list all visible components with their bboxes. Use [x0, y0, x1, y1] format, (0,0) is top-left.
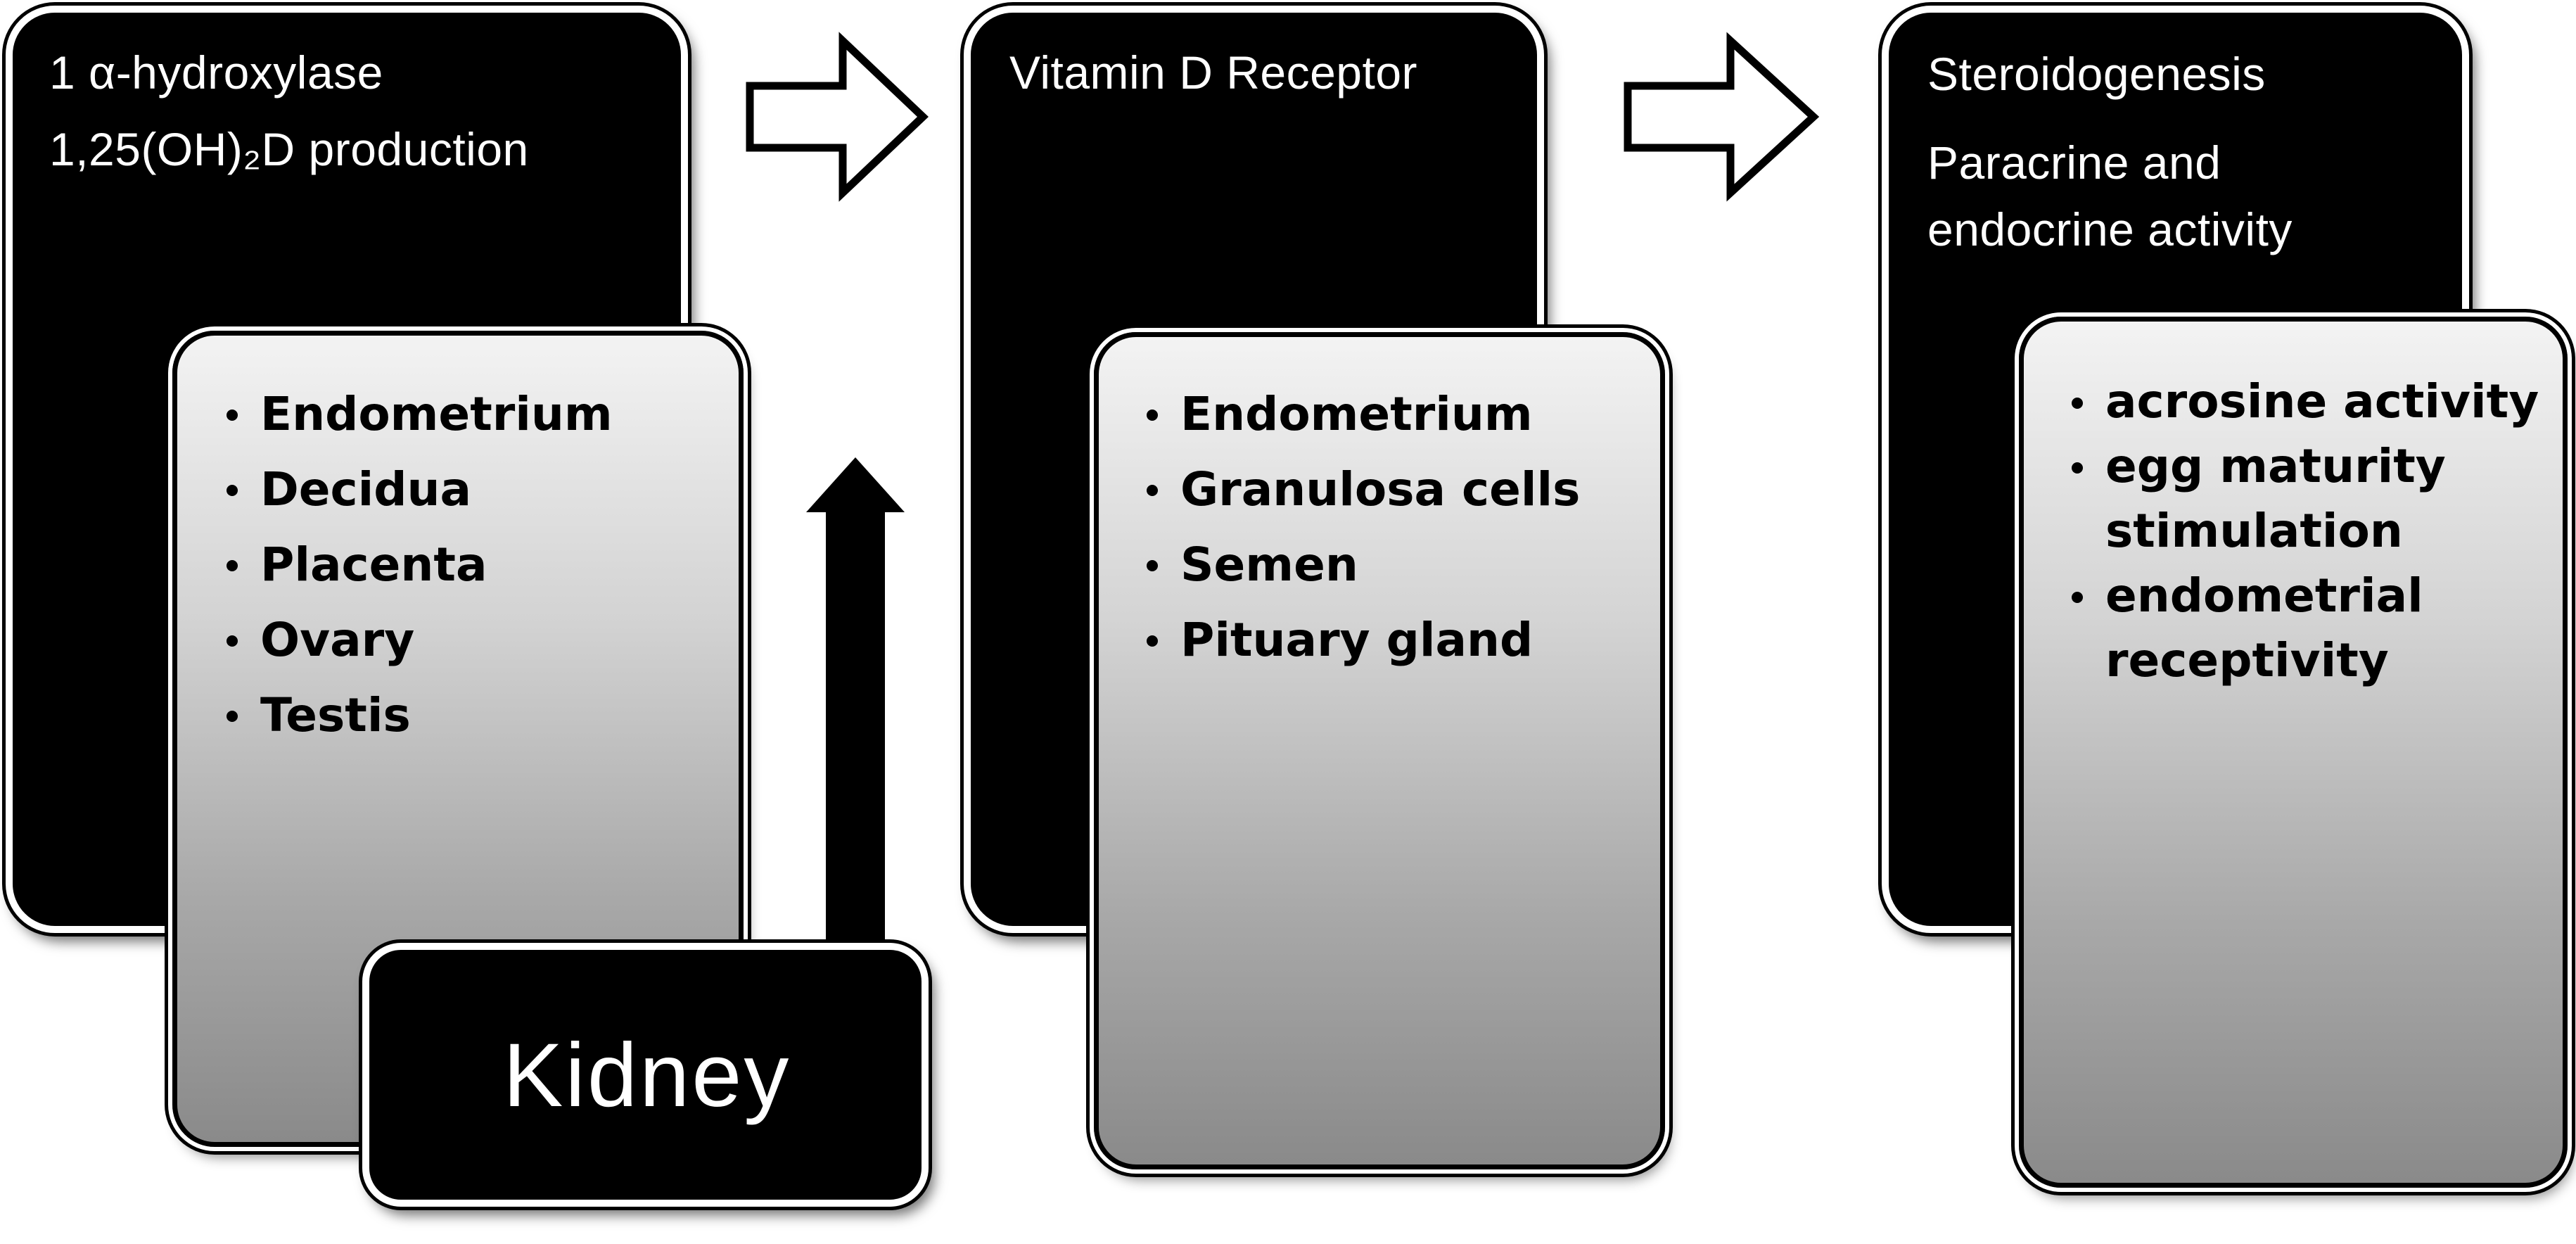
steroidogenesis-title: Steroidogenesis	[1927, 48, 2266, 100]
steroidogenesis-box-text: Steroidogenesis Paracrine and endocrine …	[1927, 41, 2293, 264]
list-item: Endometrium	[221, 376, 613, 452]
right-arrow-icon	[1624, 32, 1820, 202]
list-item: Testis	[221, 678, 613, 753]
hydroxylase-title: 1 α-hydroxylase	[49, 46, 383, 99]
vdr-box-text: Vitamin D Receptor	[1009, 41, 1417, 105]
kidney-box: Kidney	[362, 943, 929, 1207]
list-item: Granulosa cells	[1141, 452, 1580, 527]
vdr-tissues-box: Endometrium Granulosa cells Semen Pituar…	[1094, 332, 1665, 1169]
list-item: egg maturity stimulation	[2066, 434, 2499, 564]
list-item: Ovary	[221, 602, 613, 678]
hydroxylase-tissue-list: Endometrium Decidua Placenta Ovary Testi…	[221, 376, 613, 753]
kidney-label: Kidney	[503, 1025, 791, 1126]
list-item: Placenta	[221, 527, 613, 602]
vdr-title: Vitamin D Receptor	[1009, 46, 1418, 99]
steroidogenesis-line-3: endocrine activity	[1927, 203, 2293, 256]
list-item: Semen	[1141, 527, 1580, 602]
steroidogenesis-effect-list: acrosine activity egg maturity stimulati…	[2066, 369, 2558, 693]
hydroxylase-box-text: 1 α-hydroxylase 1,25(OH)₂D production	[49, 41, 529, 182]
list-item: endometrial receptivity	[2066, 564, 2499, 693]
list-item: Endometrium	[1141, 376, 1580, 452]
list-item: Decidua	[221, 452, 613, 527]
list-item: acrosine activity	[2066, 369, 2558, 434]
hydroxylase-subtitle: 1,25(OH)₂D production	[49, 123, 529, 176]
vdr-tissue-list: Endometrium Granulosa cells Semen Pituar…	[1141, 376, 1580, 678]
right-arrow-icon	[746, 32, 929, 202]
steroidogenesis-effects-box: acrosine activity egg maturity stimulati…	[2019, 317, 2568, 1188]
steroidogenesis-line-2: Paracrine and	[1927, 136, 2221, 189]
list-item: Pituary gland	[1141, 602, 1580, 678]
up-arrow-icon	[806, 457, 905, 944]
